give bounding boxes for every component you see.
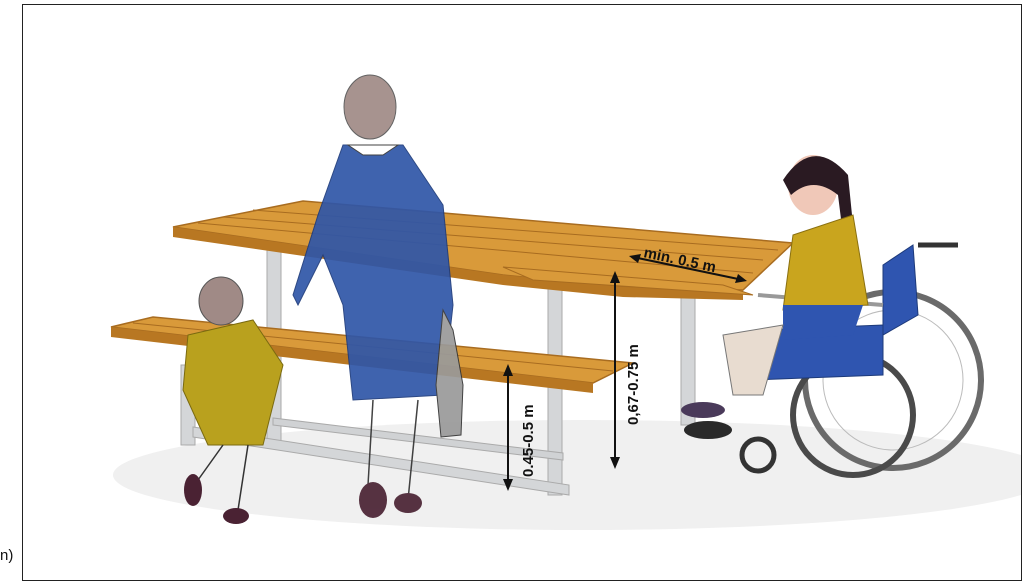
bench-height-label: 0.45-0.5 m: [520, 404, 537, 477]
adult-coat: [293, 145, 453, 400]
child-shoe: [184, 474, 202, 506]
wheelchair-backrest: [883, 245, 918, 335]
table-height-label: 0,67-0.75 m: [625, 344, 642, 425]
girl-skirt: [783, 305, 863, 340]
child-head: [199, 277, 243, 325]
accessible-picnic-table-illustration: min. 0.5 m 0,67-0.75 m 0.45-0.5 m: [23, 5, 1021, 580]
figure-frame: min. 0.5 m 0,67-0.75 m 0.45-0.5 m: [22, 4, 1022, 581]
girl-top: [783, 215, 868, 310]
adult-head: [344, 75, 396, 139]
girl-shoe: [684, 421, 732, 439]
adult-shoe: [394, 493, 422, 513]
wheelchair-user: [681, 155, 981, 475]
cropped-caption-fragment: n): [0, 547, 13, 564]
child-shoe: [223, 508, 249, 524]
adult-shoe: [359, 482, 387, 518]
girl-shoe: [681, 402, 725, 418]
